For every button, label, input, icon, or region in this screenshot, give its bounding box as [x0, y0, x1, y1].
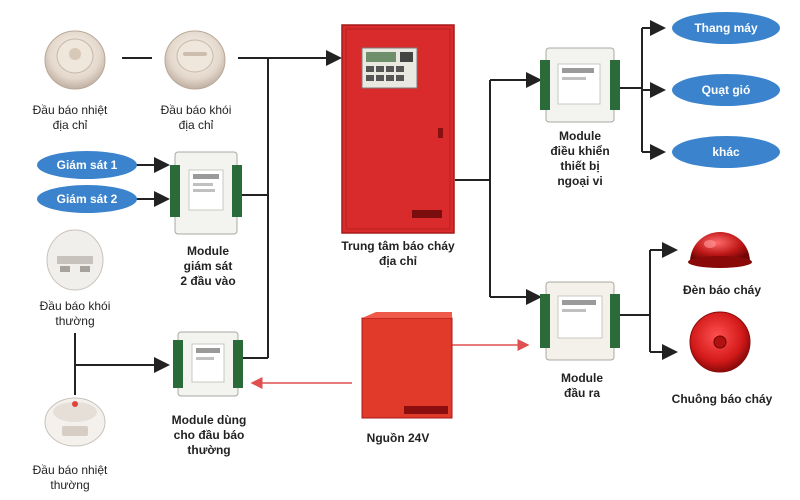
- label-line: Chuông báo cháy: [672, 392, 773, 406]
- label-control-module: Module điều khiển thiết bị ngoại vi: [550, 129, 609, 188]
- label-line: 2 đầu vào: [180, 274, 235, 288]
- label-line: địa chỉ: [179, 118, 214, 132]
- label-line: Trung tâm báo cháy: [341, 239, 455, 253]
- connection-lines: [74, 20, 678, 395]
- pill-other: khác: [672, 136, 780, 168]
- monitor-module-icon: [170, 151, 242, 235]
- label-line: thường: [187, 443, 230, 457]
- conventional-smoke-detector-icon: [46, 229, 104, 291]
- pill-fan: Quạt gió: [672, 74, 780, 106]
- label-line: địa chỉ: [53, 118, 88, 132]
- pill-monitor-1: Giám sát 1: [37, 151, 137, 179]
- power-supply-icon: [361, 312, 453, 419]
- pill-fan-label: Quạt gió: [702, 83, 751, 97]
- pill-elevator-label: Thang máy: [694, 21, 758, 35]
- label-line: cho đầu báo: [174, 428, 245, 442]
- label-line: Module dùng: [172, 413, 247, 427]
- control-module-icon: [540, 47, 620, 123]
- pill-monitor-2-label: Giám sát 2: [57, 192, 118, 206]
- fire-alarm-panel-icon: [341, 24, 455, 234]
- label-power: Nguồn 24V: [367, 431, 430, 445]
- label-line: Module: [559, 129, 601, 143]
- label-output-module: Module đầu ra: [561, 371, 603, 400]
- label-line: Module: [187, 244, 229, 258]
- label-line: Đèn báo cháy: [683, 283, 761, 297]
- label-smoke-addr: Đầu báo khói địa chỉ: [161, 103, 232, 132]
- label-heat-addr: Đầu báo nhiệt địa chỉ: [33, 103, 108, 132]
- addressable-smoke-detector-icon: [164, 30, 226, 90]
- label-line: Đầu báo nhiệt: [33, 103, 108, 117]
- label-smoke-conv: Đầu báo khói thường: [40, 299, 111, 328]
- addressable-heat-detector-icon: [44, 30, 106, 90]
- label-line: Đầu báo khói: [161, 103, 232, 117]
- label-line: Đầu báo khói: [40, 299, 111, 313]
- label-line: thường: [55, 314, 94, 328]
- pill-monitor-1-label: Giám sát 1: [57, 158, 118, 172]
- label-heat-conv: Đầu báo nhiệt thường: [33, 463, 108, 492]
- label-line: địa chỉ: [379, 254, 418, 268]
- label-line: Đầu báo nhiệt: [33, 463, 108, 477]
- label-line: Nguồn 24V: [367, 431, 430, 445]
- conventional-heat-detector-icon: [44, 397, 106, 447]
- fire-bell-icon: [689, 311, 751, 373]
- pill-elevator: Thang máy: [672, 12, 780, 44]
- pill-other-label: khác: [712, 145, 740, 159]
- label-line: ngoại vi: [557, 174, 602, 188]
- conventional-zone-module-icon: [173, 331, 243, 397]
- label-panel: Trung tâm báo cháy địa chỉ: [341, 239, 455, 268]
- output-module-icon: [540, 281, 620, 361]
- label-line: thường: [50, 478, 89, 492]
- label-conv-module: Module dùng cho đầu báo thường: [172, 413, 247, 457]
- label-line: giám sát: [184, 259, 233, 273]
- label-line: Module: [561, 371, 603, 385]
- pill-monitor-2: Giám sát 2: [37, 185, 137, 213]
- label-line: điều khiển: [550, 144, 609, 158]
- strobe-light-icon: [688, 232, 752, 268]
- label-strobe: Đèn báo cháy: [683, 283, 761, 297]
- label-line: thiết bị: [560, 159, 599, 173]
- label-line: đầu ra: [564, 386, 600, 400]
- label-monitor-module: Module giám sát 2 đầu vào: [180, 244, 235, 288]
- label-bell: Chuông báo cháy: [672, 392, 773, 406]
